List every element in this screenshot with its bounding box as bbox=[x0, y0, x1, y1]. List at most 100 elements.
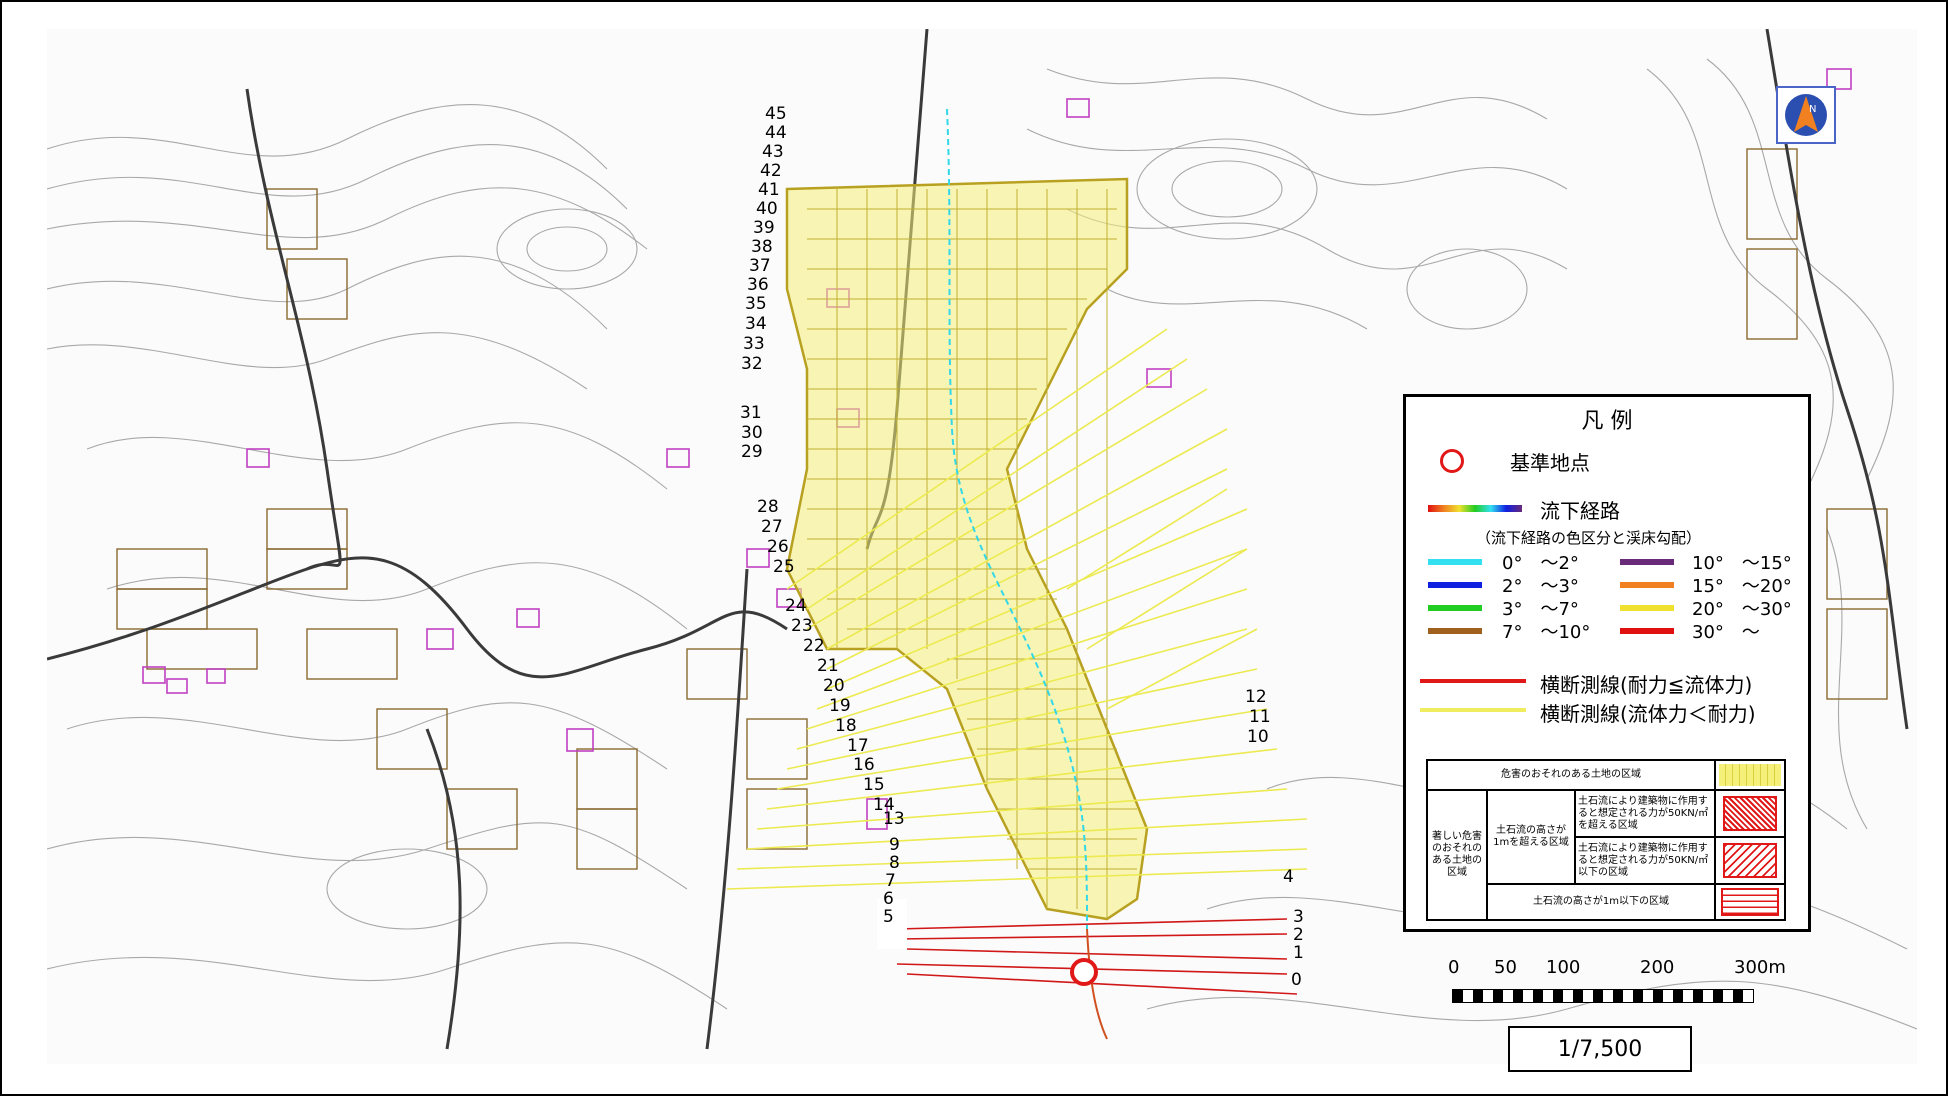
zone-table: 危害のおそれのある土地の区域 著しい危害のおそれのある土地の区域 土石流の高さが… bbox=[1426, 759, 1786, 921]
slope-label: 2° ～3° bbox=[1502, 576, 1579, 597]
hazard-area-label: 危害のおそれのある土地の区域 bbox=[1427, 760, 1715, 790]
section-number: 27 bbox=[761, 517, 783, 537]
scale-tick-label: 300m bbox=[1734, 957, 1786, 978]
buildings bbox=[142, 68, 1852, 830]
section-number: 29 bbox=[741, 442, 763, 462]
scale-tick-label: 50 bbox=[1494, 957, 1517, 978]
section-number: 3 bbox=[1293, 907, 1304, 927]
section-number: 14 bbox=[873, 795, 895, 815]
force-over-swatch bbox=[1715, 790, 1785, 837]
slope-swatch bbox=[1428, 628, 1482, 634]
cross-section-yellow-label: 横断測線(流体力＜耐力) bbox=[1540, 702, 1756, 726]
red-circle-icon[interactable] bbox=[1070, 958, 1098, 986]
slope-swatch bbox=[1620, 605, 1674, 611]
section-number: 6 bbox=[883, 889, 894, 909]
section-number: 16 bbox=[853, 755, 875, 775]
section-number: 28 bbox=[757, 497, 779, 517]
section-number: 31 bbox=[740, 403, 762, 423]
section-number: 40 bbox=[756, 199, 778, 219]
section-number: 43 bbox=[762, 142, 784, 162]
yellow-line-icon bbox=[1420, 708, 1526, 712]
reference-point-label: 基準地点 bbox=[1510, 451, 1590, 475]
section-number: 5 bbox=[883, 907, 894, 927]
force-under-label: 土石流により建築物に作用すると想定される力が50KN/㎡以下の区域 bbox=[1575, 837, 1715, 884]
section-number: 4 bbox=[1283, 867, 1294, 887]
section-number: 19 bbox=[829, 696, 851, 716]
section-number: 36 bbox=[747, 275, 769, 295]
slope-label: 15° ～20° bbox=[1692, 576, 1792, 597]
height-under-1m-label: 土石流の高さが1m以下の区域 bbox=[1487, 884, 1715, 920]
section-number: 7 bbox=[885, 871, 896, 891]
section-number: 10 bbox=[1247, 727, 1269, 747]
slope-swatch bbox=[1620, 559, 1674, 565]
section-number: 26 bbox=[767, 537, 789, 557]
section-number: 23 bbox=[791, 616, 813, 636]
slope-label: 3° ～7° bbox=[1502, 599, 1579, 620]
section-number: 1 bbox=[1293, 943, 1304, 963]
paddy-fields bbox=[116, 148, 1888, 870]
section-number: 42 bbox=[760, 161, 782, 181]
slope-label: 7° ～10° bbox=[1502, 622, 1591, 643]
scale-tick-label: 200 bbox=[1640, 957, 1675, 978]
section-number: 18 bbox=[835, 716, 857, 736]
severe-area-label: 著しい危害のおそれのある土地の区域 bbox=[1427, 790, 1487, 920]
section-number: 37 bbox=[749, 256, 771, 276]
flow-path bbox=[946, 108, 1088, 930]
slope-label: 20° ～30° bbox=[1692, 599, 1792, 620]
section-number: 13 bbox=[883, 809, 905, 829]
section-number: 24 bbox=[785, 596, 807, 616]
section-number: 38 bbox=[751, 237, 773, 257]
flow-path-lower bbox=[1086, 928, 1108, 1040]
scale-tick-label: 100 bbox=[1546, 957, 1581, 978]
section-number: 22 bbox=[803, 636, 825, 656]
section-number: 0 bbox=[1291, 970, 1302, 990]
slope-label: 10° ～15° bbox=[1692, 553, 1792, 574]
section-number: 2 bbox=[1293, 925, 1304, 945]
section-number: 21 bbox=[817, 656, 839, 676]
section-number: 45 bbox=[765, 104, 787, 124]
red-line-icon bbox=[1420, 679, 1526, 683]
flow-path-label: 流下経路 bbox=[1540, 499, 1620, 523]
section-number: 44 bbox=[765, 123, 787, 143]
slope-swatch bbox=[1620, 582, 1674, 588]
force-over-label: 土石流により建築物に作用すると想定される力が50KN/㎡を超える区域 bbox=[1575, 790, 1715, 837]
scale-bar-graphic bbox=[1452, 989, 1754, 1003]
scale-tick-label: 0 bbox=[1448, 957, 1460, 978]
slope-swatch bbox=[1428, 582, 1482, 588]
svg-text:N: N bbox=[1809, 104, 1816, 115]
force-under-swatch bbox=[1715, 837, 1785, 884]
red-circle-icon bbox=[1440, 449, 1464, 473]
section-number: 20 bbox=[823, 676, 845, 696]
section-number: 25 bbox=[773, 557, 795, 577]
slope-label: 0° ～2° bbox=[1502, 553, 1579, 574]
legend-title: 凡 例 bbox=[1581, 409, 1633, 434]
slope-swatch bbox=[1620, 628, 1674, 634]
scale-ratio: 1/7,500 bbox=[1508, 1026, 1692, 1072]
hazard-grid bbox=[807, 189, 1137, 919]
slope-label: 30° ～ bbox=[1692, 622, 1760, 643]
north-arrow-icon: N bbox=[1776, 86, 1836, 144]
cross-section-red-label: 横断測線(耐力≦流体力) bbox=[1540, 673, 1753, 697]
rainbow-line-icon bbox=[1428, 505, 1522, 512]
section-number: 35 bbox=[745, 294, 767, 314]
hazard-zone bbox=[785, 177, 1149, 921]
section-number: 8 bbox=[889, 853, 900, 873]
section-number: 11 bbox=[1249, 707, 1271, 727]
flow-path-note: （流下経路の色区分と渓床勾配） bbox=[1476, 529, 1702, 547]
section-number: 9 bbox=[889, 835, 900, 855]
section-number: 15 bbox=[863, 775, 885, 795]
legend-panel: 凡 例 基準地点 流下経路 （流下経路の色区分と渓床勾配） 0° ～2° 2° … bbox=[1403, 394, 1811, 932]
section-number: 41 bbox=[758, 180, 780, 200]
section-number: 33 bbox=[743, 334, 765, 354]
section-number: 39 bbox=[753, 218, 775, 238]
section-number: 12 bbox=[1245, 687, 1267, 707]
section-number: 34 bbox=[745, 314, 767, 334]
scale-bar: 0 50 100 200 300m bbox=[1448, 957, 1788, 1007]
height-under-swatch bbox=[1715, 884, 1785, 920]
hazard-swatch bbox=[1715, 760, 1785, 790]
height-over-1m-label: 土石流の高さが1mを超える区域 bbox=[1487, 790, 1575, 884]
section-number: 32 bbox=[741, 354, 763, 374]
slope-swatch bbox=[1428, 559, 1482, 565]
section-number: 30 bbox=[741, 423, 763, 443]
